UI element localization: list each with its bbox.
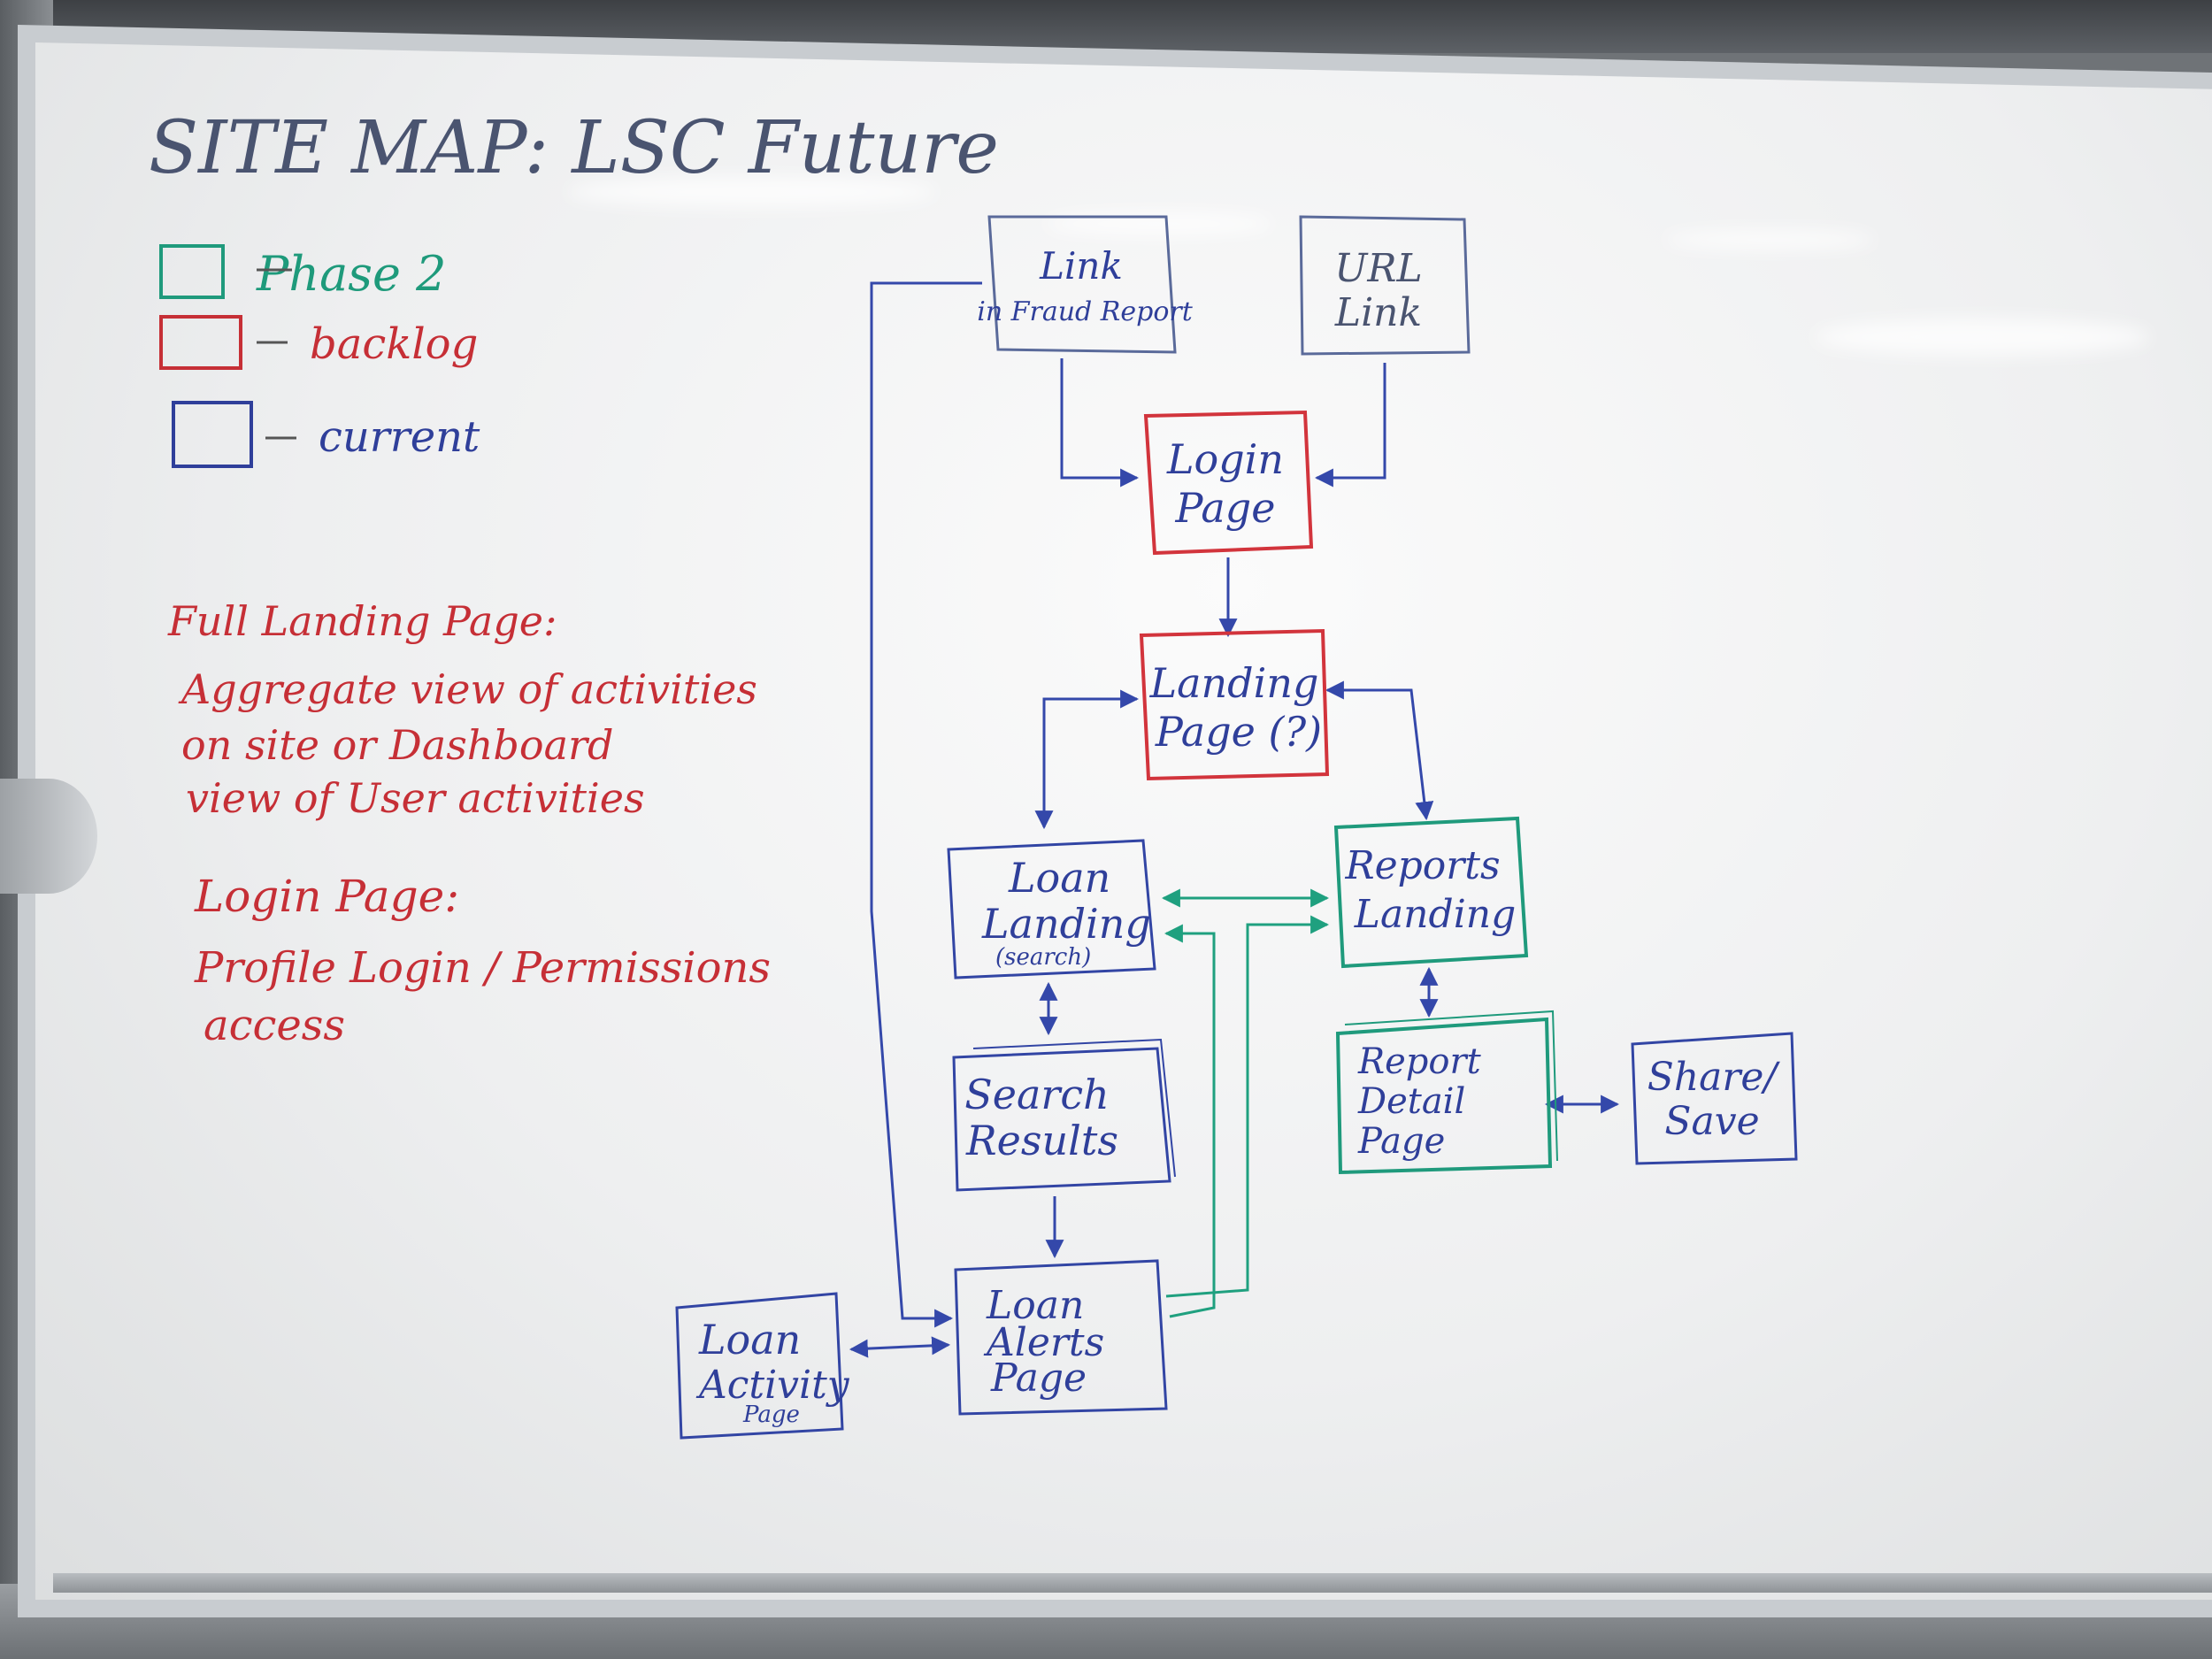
light-glare	[1814, 319, 2150, 356]
node-label: Page (?)	[1155, 708, 1322, 756]
note-heading-landing: Full Landing Page:	[167, 597, 557, 645]
stack-shadow	[972, 1038, 1176, 1178]
note-line: access	[204, 1001, 345, 1050]
legend: Phase 2 backlog current	[159, 244, 480, 468]
light-glare	[1663, 230, 1876, 250]
legend-label-backlog: backlog	[310, 319, 478, 369]
node-search-results: Search Results	[952, 1038, 1176, 1192]
note-line: on site or Dashboard	[181, 721, 613, 769]
legend-swatch-backlog	[159, 315, 242, 370]
edge-link-to-login	[1060, 358, 1140, 488]
legend-swatch-phase2	[159, 244, 225, 299]
legend-label-current: current	[319, 412, 480, 462]
edges	[849, 281, 1620, 1358]
node-label: Report	[1357, 1041, 1482, 1082]
node-label: Link	[1039, 244, 1123, 288]
node-label: Link	[1334, 290, 1422, 335]
node-label: Alerts	[983, 1320, 1104, 1365]
legend-dashes	[257, 268, 296, 440]
edge-landing-reports	[1325, 680, 1434, 821]
node-label: Page	[1175, 484, 1276, 532]
page-title: SITE MAP: LSC Future	[149, 106, 999, 190]
node-label: Page	[1357, 1121, 1445, 1162]
node-label: Results	[965, 1117, 1118, 1164]
edge-link-to-alerts	[870, 281, 982, 1328]
legend-swatch-current	[172, 401, 253, 468]
node-loan-alerts: Loan Alerts Page	[954, 1259, 1168, 1416]
node-label: Loan	[1008, 854, 1110, 902]
node-landing-page: Landing Page (?)	[1139, 628, 1330, 781]
node-label: (search)	[995, 944, 1091, 971]
node-label: Landing	[1354, 892, 1517, 937]
node-report-detail: Report Detail Page	[1335, 1010, 1558, 1175]
node-loan-landing: Loan Landing (search)	[947, 839, 1156, 979]
node-loan-activity: Loan Activity Page	[675, 1292, 850, 1440]
node-label: Loan	[986, 1283, 1084, 1328]
node-label: Page	[742, 1402, 800, 1428]
node-label: URL	[1334, 246, 1422, 291]
edge-landing-loan	[1034, 689, 1140, 830]
node-label: Page	[990, 1356, 1087, 1401]
node-label: Login	[1166, 435, 1284, 483]
legend-label-phase2: Phase 2	[256, 246, 447, 302]
node-url-link: URL Link	[1299, 215, 1471, 356]
note-line: Aggregate view of activities	[178, 665, 757, 713]
edge-alerts-to-reports	[1165, 915, 1330, 1298]
node-login-page: Login Page	[1143, 410, 1314, 556]
light-glare	[566, 177, 938, 207]
node-label: Landing	[981, 900, 1151, 948]
edge-alerts-to-loan	[1164, 924, 1216, 1318]
node-label: Loan	[698, 1316, 801, 1363]
node-label: in Fraud Report	[977, 296, 1194, 327]
node-reports-landing: Reports Landing	[1333, 816, 1529, 969]
edge-url-to-login	[1314, 363, 1386, 488]
node-label: Landing	[1149, 659, 1319, 707]
stack-shadow	[1344, 1010, 1558, 1162]
node-share-save: Share/ Save	[1631, 1032, 1798, 1165]
node-label: Reports	[1344, 843, 1500, 888]
marker-tray	[53, 1573, 2212, 1593]
note-line: view of User activities	[186, 774, 645, 822]
board-clip	[0, 779, 97, 894]
edge-activity-alerts	[849, 1336, 951, 1358]
note-line: Profile Login / Permissions	[194, 943, 771, 993]
node-label: Search	[964, 1071, 1110, 1118]
node-label: Save	[1664, 1099, 1759, 1144]
notes: Full Landing Page: Aggregate view of act…	[167, 597, 771, 1050]
node-link-fraud: Link in Fraud Report	[977, 215, 1194, 354]
node-label: Detail	[1357, 1081, 1465, 1122]
node-label: Share/	[1647, 1055, 1781, 1100]
node-label: Activity	[695, 1363, 850, 1408]
note-heading-login: Login Page:	[194, 871, 459, 922]
